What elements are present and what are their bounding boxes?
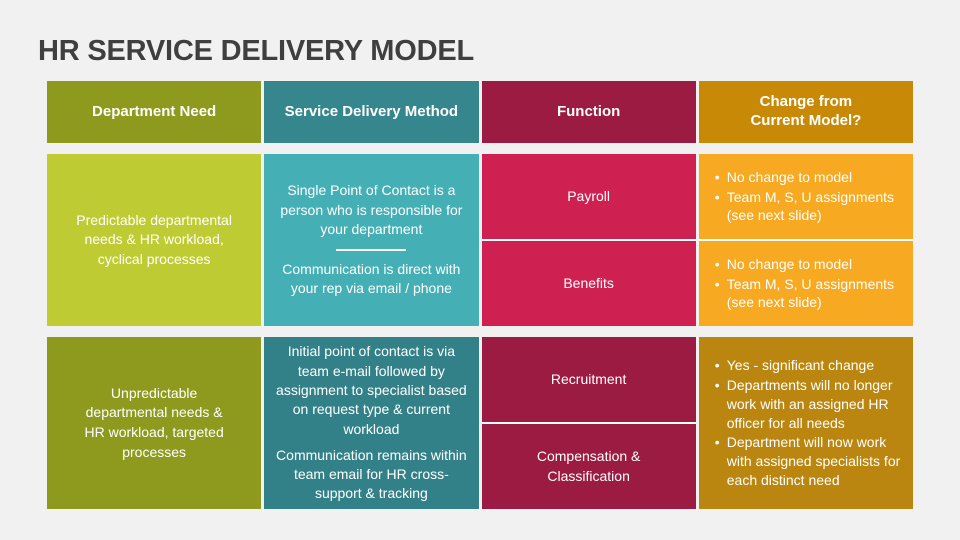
header-cell-function: Function <box>481 81 696 143</box>
change-bullet-list: No change to modelTeam M, S, U assignmen… <box>699 167 913 226</box>
cell-function-recruitment-compensation: Recruitment Compensation & Classificatio… <box>481 337 696 509</box>
hr-service-delivery-table: Department Need Service Delivery Method … <box>47 81 913 509</box>
header-label: Function <box>556 102 621 120</box>
function-subcell-recruitment: Recruitment <box>481 337 696 424</box>
bullet-item: No change to model <box>715 255 905 274</box>
function-label: Payroll <box>567 187 611 204</box>
bullet-item: Departments will no longer work with an … <box>715 376 905 432</box>
method-paragraph: Single Point of Contact is a person who … <box>280 182 463 238</box>
cell-function-payroll-benefits: Payroll Benefits <box>481 154 696 326</box>
cell-method-single-point-of-contact: Single Point of Contact is a person who … <box>264 154 479 326</box>
header-cell-service-delivery-method: Service Delivery Method <box>264 81 479 143</box>
method-paragraph: Communication is direct with your rep vi… <box>282 260 461 297</box>
slide-title: HR SERVICE DELIVERY MODEL <box>38 35 474 68</box>
change-subcell-payroll: No change to modelTeam M, S, U assignmen… <box>698 154 913 241</box>
bullet-item: Team M, S, U assignments (see next slide… <box>715 275 905 313</box>
need-text: Unpredictable departmental needs & HR wo… <box>84 384 224 460</box>
change-subcell-benefits: No change to modelTeam M, S, U assignmen… <box>698 241 913 326</box>
bullet-item: No change to model <box>715 168 905 187</box>
function-subcell-benefits: Benefits <box>481 241 696 326</box>
cell-need-predictable: Predictable departmental needs & HR work… <box>47 154 262 326</box>
change-bullet-list: Yes - significant changeDepartments will… <box>699 355 913 490</box>
cell-change-row2: Yes - significant changeDepartments will… <box>698 337 913 509</box>
function-label: Compensation & Classification <box>536 447 641 484</box>
function-label: Recruitment <box>550 370 627 387</box>
bullet-item: Yes - significant change <box>715 356 905 375</box>
method-paragraph: Communication remains within team email … <box>276 446 467 502</box>
bullet-item: Team M, S, U assignments (see next slide… <box>715 188 905 226</box>
cell-need-unpredictable: Unpredictable departmental needs & HR wo… <box>47 337 262 509</box>
header-label: Department Need <box>92 102 217 120</box>
header-cell-department-need: Department Need <box>47 81 262 143</box>
header-label: Service Delivery Method <box>284 102 459 120</box>
method-paragraph: Initial point of contact is via team e-m… <box>276 343 467 437</box>
divider-line <box>336 248 407 251</box>
header-label: Change from Current Model? <box>750 93 862 129</box>
cell-method-team-email: Initial point of contact is via team e-m… <box>264 337 479 509</box>
function-subcell-payroll: Payroll <box>481 154 696 241</box>
need-text: Predictable departmental needs & HR work… <box>76 211 232 267</box>
bullet-item: Department will now work with assigned s… <box>715 433 905 489</box>
change-bullet-list: No change to modelTeam M, S, U assignmen… <box>699 254 913 313</box>
function-subcell-compensation-classification: Compensation & Classification <box>481 424 696 509</box>
function-label: Benefits <box>563 274 614 291</box>
header-cell-change-from-current-model: Change from Current Model? <box>698 81 913 143</box>
cell-change-row1: No change to modelTeam M, S, U assignmen… <box>698 154 913 326</box>
